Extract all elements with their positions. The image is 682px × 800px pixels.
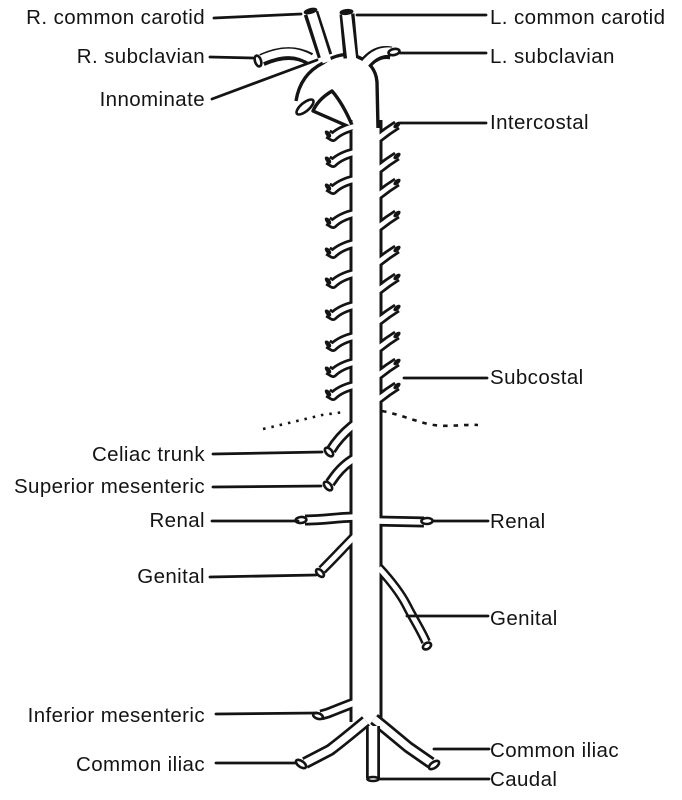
leader-lines [208, 12, 491, 781]
aortic-arch [294, 52, 380, 130]
label-superior-mesenteric: Superior mesenteric [13, 475, 205, 498]
label-subcostal: Subcostal [490, 366, 584, 389]
label-genital-left: Genital [137, 565, 205, 588]
label-renal-left: Renal [149, 509, 205, 532]
arch-branches [253, 6, 401, 69]
label-caudal: Caudal [490, 768, 558, 791]
label-common-iliac-left: Common iliac [76, 753, 205, 776]
diaphragm-dotted-line [262, 409, 479, 431]
label-l-common-carotid: L. common carotid [490, 6, 666, 29]
label-common-iliac-right: Common iliac [490, 739, 619, 762]
aortic-bifurcation [305, 719, 431, 778]
label-inferior-mesenteric: Inferior mesenteric [27, 704, 205, 727]
label-celiac-trunk: Celiac trunk [91, 443, 205, 466]
label-l-subclavian: L. subclavian [490, 45, 615, 68]
ascending-aorta-cut-end [295, 98, 315, 116]
label-intercostal: Intercostal [490, 111, 589, 134]
label-r-subclavian: R. subclavian [76, 45, 205, 68]
label-renal-right: Renal [490, 510, 546, 533]
label-innominate: Innominate [99, 88, 205, 111]
abdominal-cut-ends [294, 446, 441, 783]
label-r-common-carotid: R. common carotid [26, 6, 205, 29]
label-genital-right: Genital [490, 607, 558, 630]
